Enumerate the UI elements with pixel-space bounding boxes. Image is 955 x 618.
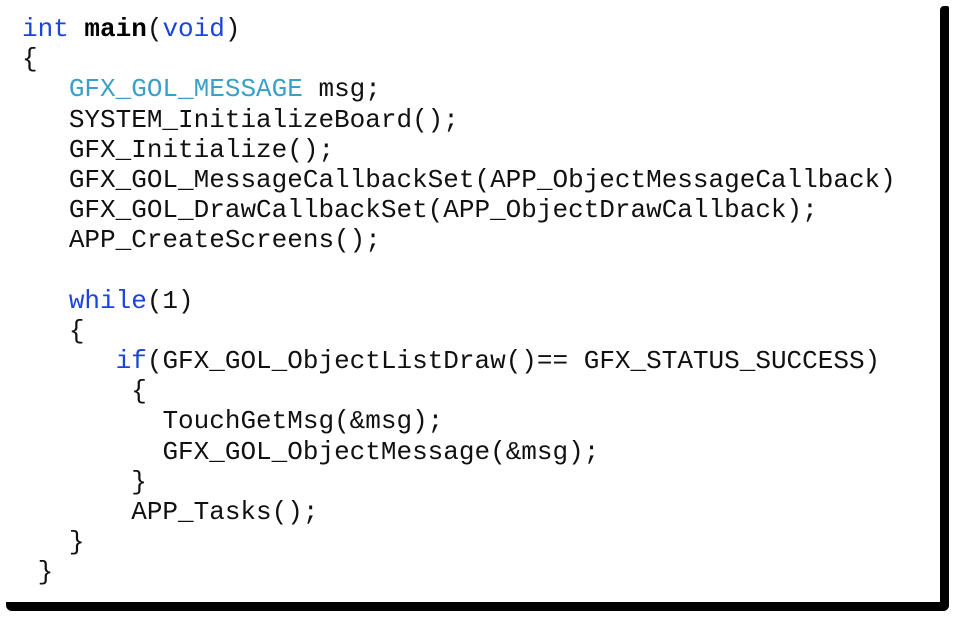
code-text: TouchGetMsg(&msg); — [162, 406, 444, 437]
code-text: (1) — [146, 285, 194, 316]
code-line: } — [22, 557, 896, 587]
code-type: GFX_GOL_MESSAGE — [68, 74, 303, 105]
code-line: { — [22, 44, 896, 74]
code-text: } — [68, 527, 85, 558]
code-line: } — [22, 527, 896, 557]
code-text: (GFX_GOL_ObjectListDraw()== GFX_STATUS_S… — [146, 346, 881, 377]
code-keyword: while — [68, 285, 147, 316]
code-line: GFX_GOL_ObjectMessage(&msg); — [22, 437, 896, 467]
code-line: { — [22, 376, 896, 406]
code-line: APP_CreateScreens(); — [22, 225, 896, 255]
code-line: TouchGetMsg(&msg); — [22, 406, 896, 436]
code-text: } — [37, 557, 54, 588]
code-keyword: if — [115, 346, 147, 377]
code-text — [69, 14, 85, 44]
code-text: ( — [146, 14, 163, 44]
code-text: GFX_GOL_ObjectMessage(&msg); — [162, 436, 600, 467]
code-line: SYSTEM_InitializeBoard(); — [22, 105, 896, 135]
code-text: SYSTEM_InitializeBoard(); — [68, 104, 459, 135]
code-line: APP_Tasks(); — [22, 497, 896, 527]
code-line: GFX_Initialize(); — [22, 135, 896, 165]
code-line: } — [22, 467, 896, 497]
code-line: while(1) — [22, 286, 896, 316]
code-line: GFX_GOL_MessageCallbackSet(APP_ObjectMes… — [22, 165, 896, 195]
code-text: GFX_GOL_MessageCallbackSet(APP_ObjectMes… — [68, 164, 896, 195]
code-text: } — [131, 466, 147, 497]
code-line: if(GFX_GOL_ObjectListDraw()== GFX_STATUS… — [22, 346, 896, 376]
code-text: GFX_GOL_DrawCallbackSet(APP_ObjectDrawCa… — [68, 195, 818, 226]
code-text: ) — [224, 14, 241, 44]
card-shadow-bottom — [6, 602, 949, 611]
code-text: APP_Tasks(); — [131, 497, 319, 527]
code-text: msg; — [302, 74, 381, 105]
code-line: { — [22, 316, 896, 346]
card-shadow-right — [940, 6, 949, 611]
code-line — [22, 256, 896, 286]
code-line: GFX_GOL_DrawCallbackSet(APP_ObjectDrawCa… — [22, 195, 896, 225]
code-text: APP_CreateScreens(); — [68, 225, 381, 256]
code-keyword: int — [22, 14, 69, 44]
code-card: int main(void){ GFX_GOL_MESSAGE msg; SYS… — [22, 14, 896, 588]
code-text: GFX_Initialize(); — [68, 134, 335, 165]
code-text: { — [68, 315, 85, 346]
code-block: int main(void){ GFX_GOL_MESSAGE msg; SYS… — [22, 14, 896, 588]
code-keyword: void — [162, 14, 225, 44]
code-text: { — [131, 376, 147, 407]
code-function-name: main — [84, 14, 147, 44]
code-line: int main(void) — [22, 14, 896, 44]
code-line: GFX_GOL_MESSAGE msg; — [22, 74, 896, 104]
code-text: { — [22, 44, 38, 75]
